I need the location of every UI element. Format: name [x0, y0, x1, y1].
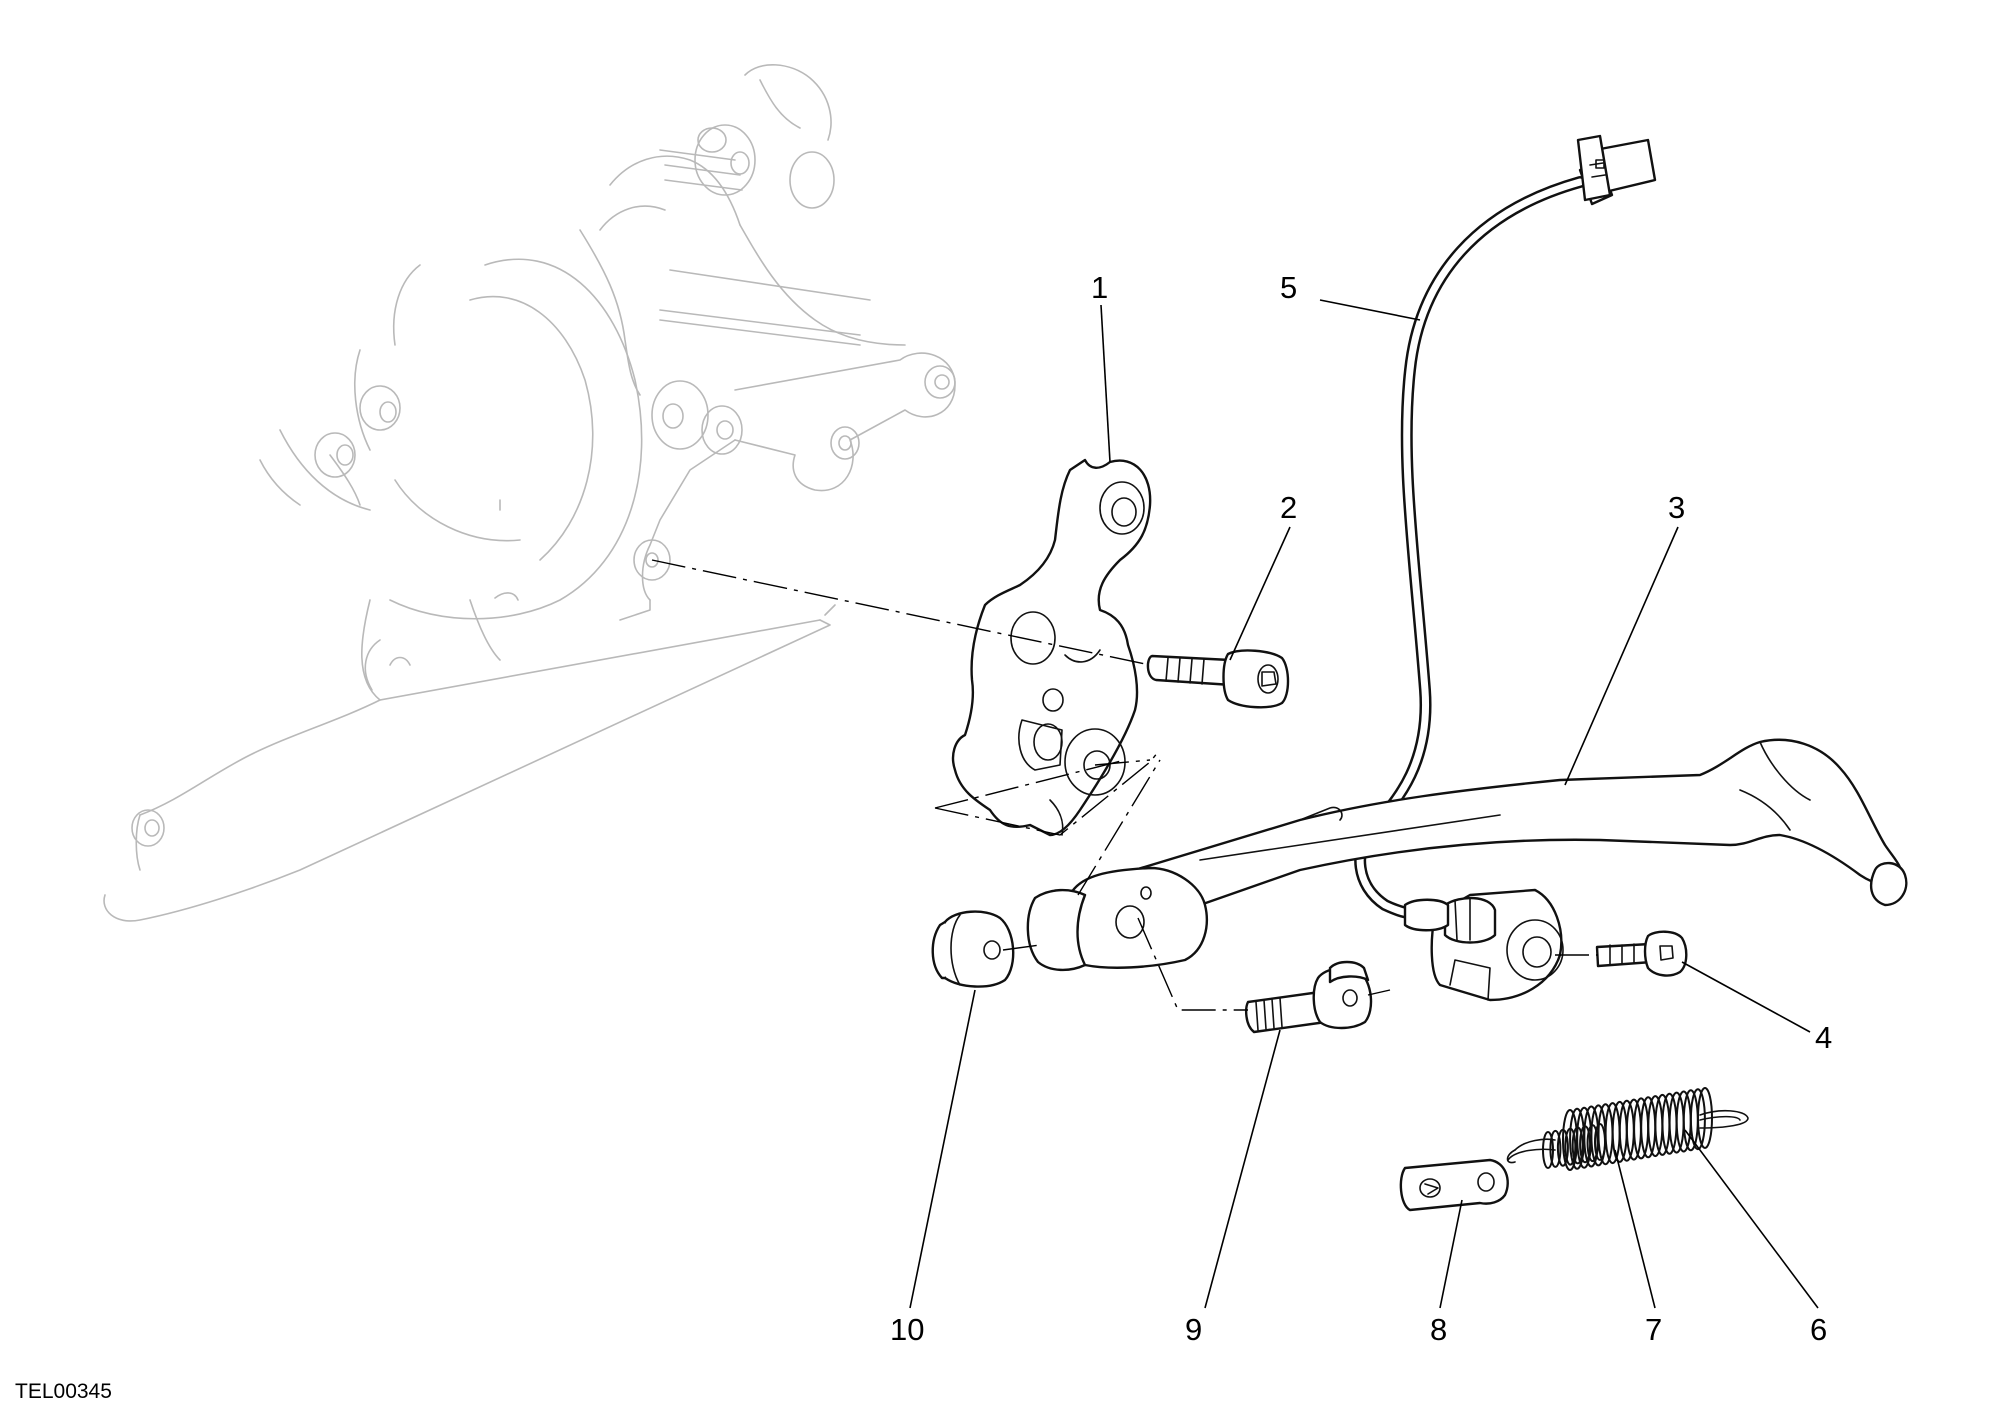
spring-coil [1549, 1129, 1562, 1168]
callout-7: 7 [1645, 1312, 1662, 1347]
spring-coil [1586, 1124, 1599, 1163]
part-1-mounting-bracket [951, 458, 1152, 837]
callout-labels: 1 2 3 4 5 6 7 8 9 10 [890, 270, 1832, 1347]
spring-coil [1579, 1125, 1592, 1164]
callout-6: 6 [1810, 1312, 1827, 1347]
callout-2: 2 [1280, 490, 1297, 525]
spring-coil [1594, 1123, 1606, 1161]
part-8-spring-plate [1399, 1158, 1509, 1212]
callout-9: 9 [1185, 1312, 1202, 1347]
leader-lines [909, 299, 1819, 1309]
spring-coil [1542, 1131, 1554, 1169]
part-3-side-stand [1026, 738, 1908, 1002]
engine-case-outline [103, 64, 956, 922]
spring-coil [1564, 1127, 1577, 1166]
part-9-stud-nut [1245, 960, 1373, 1034]
callout-10: 10 [890, 1312, 924, 1347]
part-5-switch-cable [1354, 134, 1657, 920]
spring-coil [1571, 1126, 1584, 1165]
callout-8: 8 [1430, 1312, 1447, 1347]
part-2-socket-screw [1146, 649, 1290, 709]
callout-5: 5 [1280, 270, 1297, 305]
parts-6-7-springs [1506, 1087, 1749, 1171]
assembly-axis-lines [651, 559, 1598, 1011]
callout-4: 4 [1815, 1020, 1832, 1055]
spring-coil [1556, 1128, 1569, 1167]
part-4-small-screw [1595, 930, 1688, 977]
callout-1: 1 [1091, 270, 1108, 305]
spring-7-coils [1542, 1123, 1606, 1169]
spring-6-coils [1562, 1087, 1713, 1171]
drawing-code: TEL00345 [15, 1380, 112, 1403]
part-10-bushing [931, 910, 1015, 988]
callout-3: 3 [1668, 490, 1685, 525]
